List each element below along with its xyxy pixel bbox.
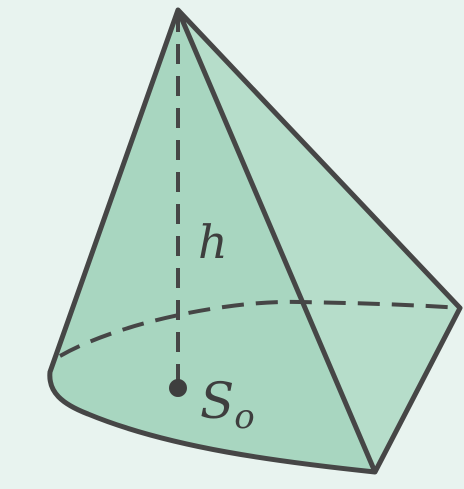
solid-left-face — [50, 10, 375, 472]
solid-right-face — [178, 10, 460, 472]
height-foot-point — [169, 379, 187, 397]
base-area-label: So — [200, 372, 255, 437]
height-label: h — [198, 215, 228, 269]
visible-edges — [47, 7, 463, 475]
base-hidden-edge — [59, 299, 461, 358]
base-area-subscript: o — [234, 397, 254, 437]
base-area-letter: S — [200, 372, 234, 430]
